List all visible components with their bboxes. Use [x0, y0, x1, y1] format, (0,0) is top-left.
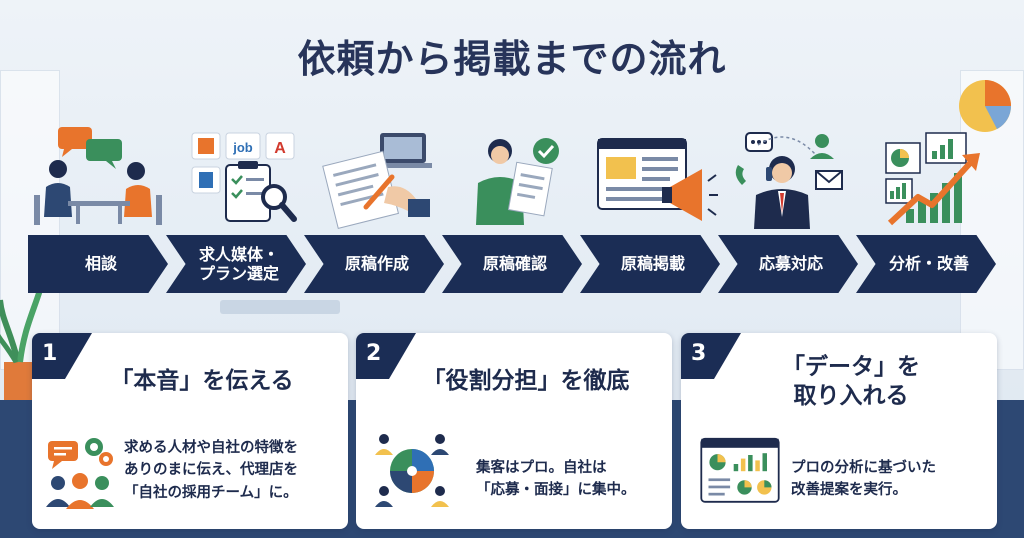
step-label: 原稿確認: [482, 254, 547, 274]
card-heading: 「データ」を 取り入れる: [782, 354, 920, 409]
process-flow: 相談 job A 求人媒体・ プラン選定: [28, 125, 1000, 295]
application-response-icon: [735, 132, 843, 229]
step-arrow: 相談: [28, 235, 168, 293]
step-media-plan-selection: job A 求人媒体・ プラン選定: [166, 125, 306, 295]
card-number: 2: [366, 341, 382, 366]
team-communication-icon: [46, 438, 114, 509]
media-badge-a: A: [274, 140, 286, 157]
card-number: 1: [42, 341, 58, 366]
step-label: 応募対応: [758, 254, 823, 274]
step-arrow: 原稿掲載: [580, 235, 720, 293]
step-manuscript-check: 原稿確認: [442, 125, 582, 295]
step-manuscript-writing: 原稿作成: [304, 125, 444, 295]
card-number: 3: [691, 341, 707, 366]
puzzle-team-icon: [375, 434, 449, 507]
card-body: 求める人材や自社の特徴を ありのまに伝え、代理店を 「自社の採用チーム」に。: [124, 437, 298, 504]
step-label: 分析・改善: [888, 254, 969, 274]
media-plan-selection-icon: job A: [191, 132, 297, 222]
card-heading: 「本音」を伝える: [110, 368, 294, 394]
step-consultation: 相談: [28, 125, 168, 295]
card-body-line: プロの分析に基づいた: [791, 460, 936, 476]
card-body-line: 集客はプロ。自社は: [476, 460, 607, 476]
media-badge-job: job: [232, 140, 253, 155]
manuscript-publish-icon: [597, 138, 718, 221]
card-body-line: 改善提案を実行。: [791, 482, 907, 499]
card-body-line: 求める人材や自社の特徴を: [124, 440, 298, 456]
plant-icon: [0, 289, 43, 400]
step-label: 求人媒体・ プラン選定: [198, 244, 279, 283]
consultation-meeting-icon: [34, 127, 162, 225]
step-label: 原稿作成: [344, 254, 409, 274]
step-arrow: 原稿作成: [304, 235, 444, 293]
background-desk: [220, 300, 340, 314]
card-heading: 「役割分担」を徹底: [422, 368, 630, 394]
point-card-3: 3 「データ」を 取り入れる プロの分析に基づいた 改善提案を実行。: [681, 333, 997, 529]
step-analysis-improvement: 分析・改善: [856, 125, 996, 295]
card-body-line: ありのまに伝え、代理店を: [124, 462, 298, 479]
page-title: 依頼から掲載までの流れ: [297, 37, 727, 81]
analysis-improvement-icon: [885, 132, 980, 226]
step-application-response: 応募対応: [718, 125, 858, 295]
background-pie-chart-icon: [959, 80, 1011, 132]
step-label: 相談: [84, 254, 117, 274]
step-arrow: 原稿確認: [442, 235, 582, 293]
step-label: 原稿掲載: [620, 254, 685, 274]
step-arrow: 分析・改善: [856, 235, 996, 293]
step-manuscript-publish: 原稿掲載: [580, 125, 720, 295]
manuscript-writing-icon: [322, 133, 432, 229]
manuscript-check-icon: [476, 138, 559, 225]
card-body-line: 「自社の採用チーム」に。: [124, 484, 298, 501]
point-card-2: 2 「役割分担」を徹底 集客はプロ。自社は 「応募・面接」に集中。: [356, 333, 672, 529]
card-body: プロの分析に基づいた 改善提案を実行。: [791, 457, 936, 502]
step-arrow: 求人媒体・ プラン選定: [166, 235, 306, 293]
data-dashboard-icon: [700, 437, 780, 503]
point-card-1: 1 「本音」を伝える 求める人材や自社の特徴を ありのまに伝え、代理店を 「自社…: [32, 333, 348, 529]
step-arrow: 応募対応: [718, 235, 858, 293]
card-body: 集客はプロ。自社は 「応募・面接」に集中。: [476, 457, 636, 502]
card-body-line: 「応募・面接」に集中。: [476, 482, 636, 499]
